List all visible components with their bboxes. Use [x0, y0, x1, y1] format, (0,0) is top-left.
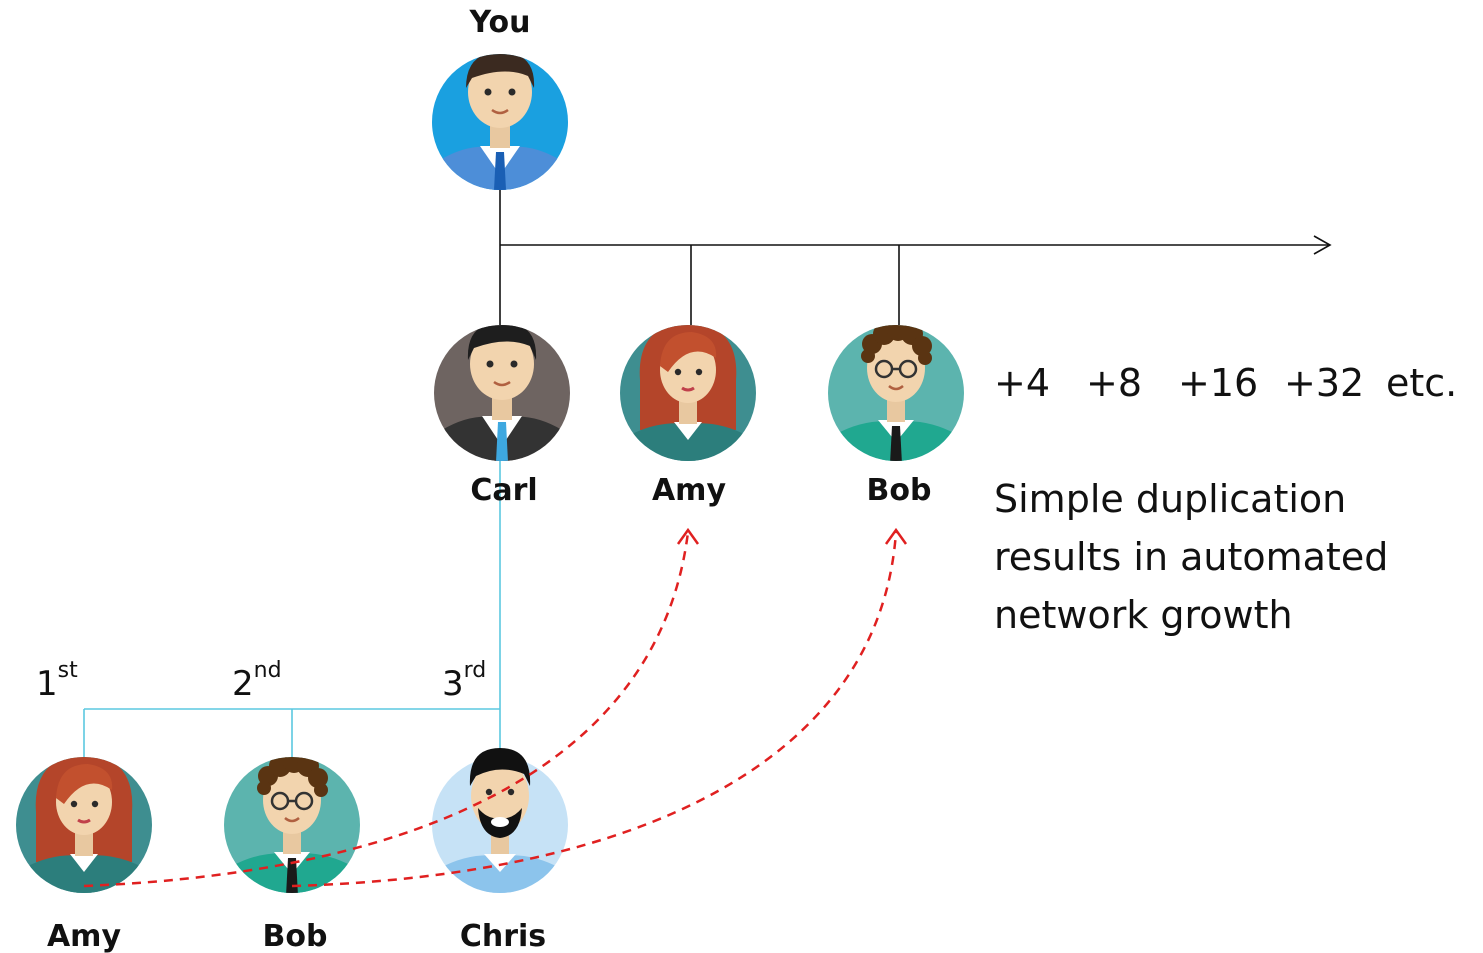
- ordinal-first: 1st: [36, 658, 78, 704]
- connector-lines: [499, 190, 1332, 325]
- description-line: Simple duplication: [994, 477, 1346, 521]
- description-line: results in automated: [994, 535, 1388, 579]
- node-label-amy-top: Amy: [652, 473, 726, 508]
- curly-haired-man-glasses-avatar-icon: [224, 757, 360, 893]
- arrow-amy-to-amy: [83, 531, 690, 888]
- node-label-carl: Carl: [470, 473, 537, 508]
- arrow-head-amy: [676, 527, 700, 545]
- red-haired-woman-avatar-icon: [620, 325, 756, 461]
- sub-connector-lines: [83, 461, 501, 757]
- description-text: Simple duplication results in automated …: [994, 477, 1388, 637]
- dashed-duplication-arrows: [83, 527, 908, 888]
- curly-haired-man-glasses-avatar-icon: [828, 325, 964, 461]
- ordinal-third: 3rd: [442, 658, 486, 704]
- growth-counts: +4 +8 +16 +32 etc.: [994, 361, 1457, 405]
- growth-count: +8: [1086, 361, 1142, 405]
- growth-count: +32: [1284, 361, 1364, 405]
- description-line: network growth: [994, 593, 1293, 637]
- node-label-bob-top: Bob: [867, 473, 932, 508]
- node-label-you: You: [469, 5, 531, 40]
- red-haired-woman-avatar-icon: [16, 757, 152, 893]
- ordinal-second: 2nd: [232, 658, 282, 704]
- arrow-head-bob: [884, 527, 908, 545]
- node-label-bob-bottom: Bob: [263, 919, 328, 953]
- growth-count: +4: [994, 361, 1050, 405]
- man-dark-suit-avatar-icon: [434, 325, 570, 461]
- growth-count: etc.: [1386, 361, 1457, 405]
- man-blue-suit-avatar-icon: [432, 54, 568, 190]
- bearded-man-avatar-icon: [432, 748, 568, 893]
- growth-count: +16: [1178, 361, 1258, 405]
- arrow-bob-to-bob: [291, 531, 898, 888]
- node-label-amy-bottom: Amy: [47, 919, 121, 953]
- node-label-chris: Chris: [460, 919, 546, 953]
